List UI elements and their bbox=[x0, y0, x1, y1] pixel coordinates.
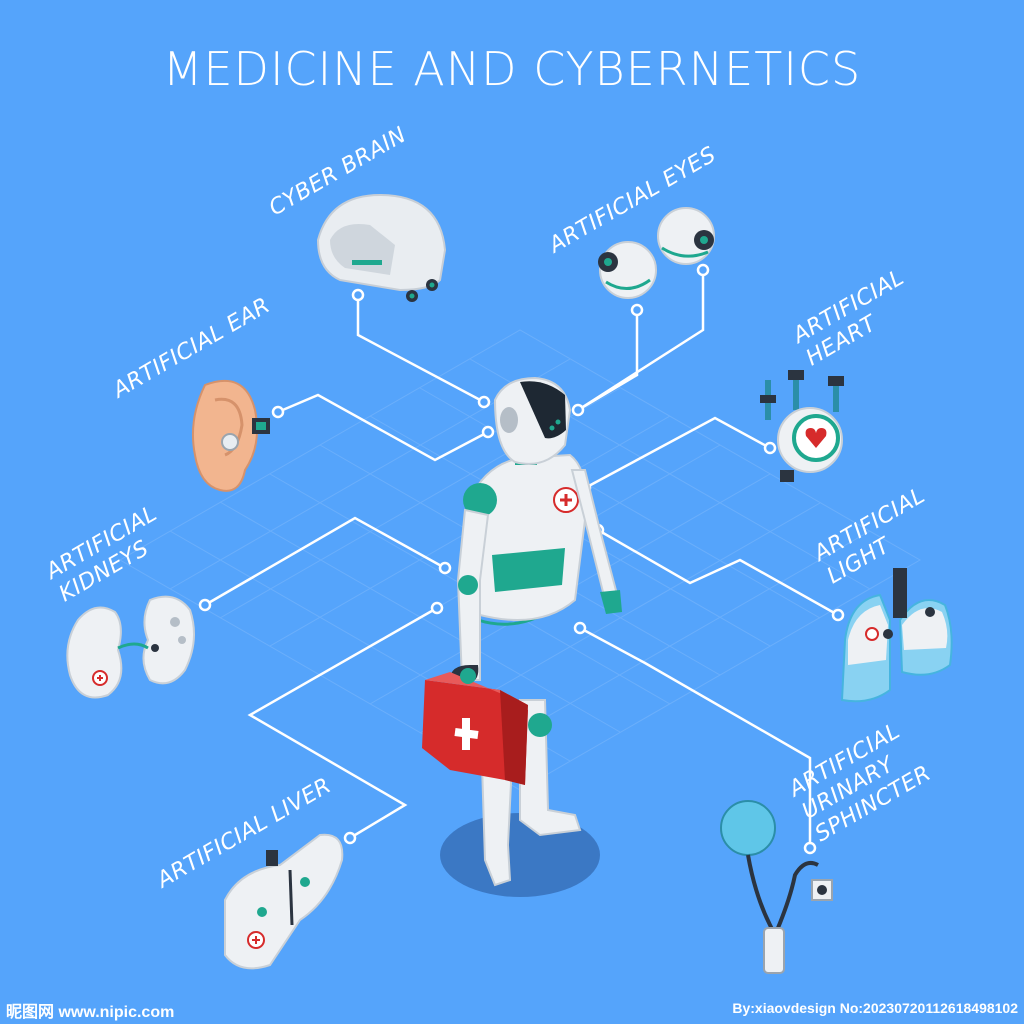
watermark-footer: 昵图网 www.nipic.com By:xiaovdesign No:2023… bbox=[0, 996, 1024, 1024]
artificial-kidneys-icon bbox=[66, 595, 195, 699]
artificial-ear-icon bbox=[192, 380, 270, 492]
robot-doctor-figure bbox=[422, 376, 622, 897]
artificial-eyes-icon bbox=[598, 207, 715, 299]
page-title: MEDICINE AND CYBERNETICS bbox=[162, 42, 862, 96]
cyber-brain-icon bbox=[316, 193, 447, 302]
artificial-lung-icon bbox=[840, 568, 953, 703]
artificial-heart-icon bbox=[760, 370, 844, 482]
connector-lines bbox=[204, 270, 839, 848]
watermark-author: By:xiaovdesign No:20230720112618498102 bbox=[732, 1000, 1018, 1016]
urinary-sphincter-icon bbox=[720, 800, 833, 974]
watermark-site: 昵图网 www.nipic.com bbox=[6, 1004, 175, 1021]
artificial-liver-icon bbox=[224, 833, 344, 970]
